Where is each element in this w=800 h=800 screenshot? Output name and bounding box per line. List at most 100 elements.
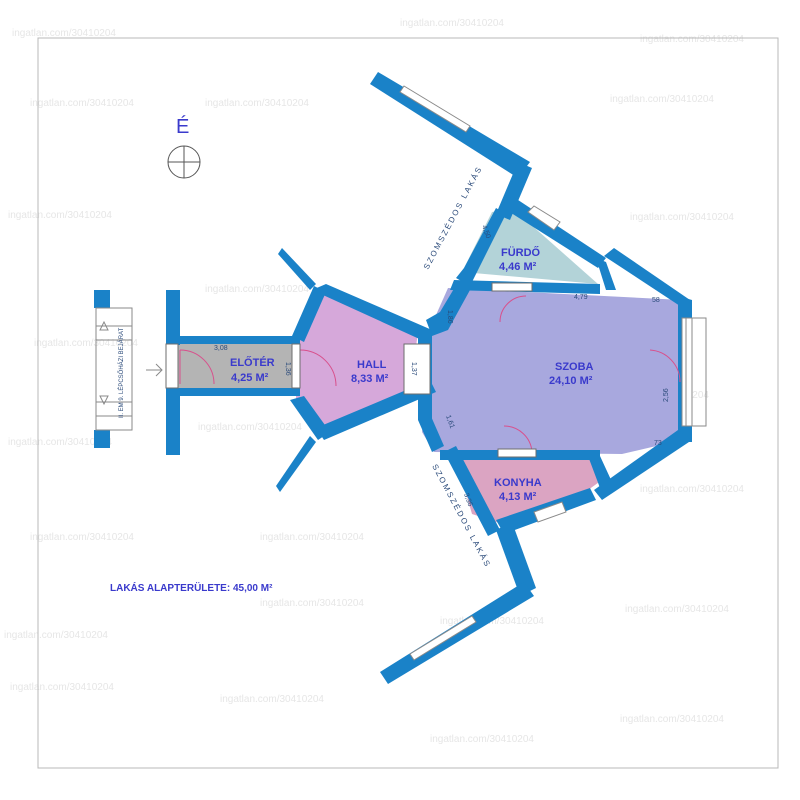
door-openings [165, 282, 537, 458]
plot-border [37, 37, 779, 769]
dimension-label: 1,86 [446, 310, 453, 324]
watermark-text: ingatlan.com/30410204 [30, 532, 134, 543]
wall [94, 290, 110, 308]
watermark-text: ingatlan.com/30410204 [625, 604, 729, 615]
wall [278, 248, 316, 290]
wall [588, 456, 612, 488]
wall [292, 286, 326, 342]
wall [444, 446, 500, 536]
wall [172, 388, 300, 396]
dimension-label: 4,79 [574, 294, 588, 301]
door-swing [503, 425, 533, 453]
watermark-text: ingatlan.com/30410204 [260, 598, 364, 609]
stair-frame [95, 307, 133, 431]
door-opening [497, 448, 537, 458]
room-name-entrance: ELŐTÉR [230, 356, 275, 369]
wall [456, 208, 506, 286]
wall [500, 196, 606, 268]
watermark-text: ingatlan.com/30410204 [260, 532, 364, 543]
wall [94, 430, 110, 448]
wall [276, 436, 316, 492]
dimension-label: 3,08 [214, 345, 228, 352]
total-area-label: LAKÁS ALAPTERÜLETE: 45,00 M² [110, 581, 273, 594]
living-room-fill [422, 288, 682, 454]
arrow-right-icon [146, 363, 163, 377]
watermark-text: ingatlan.com/30410204 [205, 284, 309, 295]
watermark-text: ingatlan.com/30410204 [34, 338, 138, 349]
room-area-hall: 8,33 M² [351, 373, 389, 385]
dimension-label: 58 [652, 297, 660, 304]
entry-label: II. EM 9. LÉPCSŐHÁZI BEJÁRAT [118, 327, 125, 418]
window [533, 501, 567, 523]
watermark-text: ingatlan.com/30410204 [205, 98, 309, 109]
dimension-label: 73 [654, 440, 662, 447]
wall [418, 414, 444, 452]
wall [312, 284, 432, 342]
watermark-text: ingatlan.com/30410204 [10, 682, 114, 693]
windows [399, 85, 707, 661]
wall [316, 380, 436, 440]
window [409, 615, 477, 661]
dimension-label: 1,37 [410, 362, 417, 376]
entry-door [165, 343, 179, 389]
door-swing [499, 295, 527, 323]
room-name-hall: HALL [357, 359, 387, 371]
watermark-text: ingatlan.com/30410204 [220, 694, 324, 705]
watermark-text: ingatlan.com/30410204 [30, 98, 134, 109]
watermark-text: ingatlan.com/30410204 [198, 422, 302, 433]
room-name-kitchen: KONYHA [494, 477, 542, 489]
wall [496, 522, 536, 596]
wall [596, 258, 616, 290]
watermark-text: ingatlan.com/30410204 [8, 210, 112, 221]
wall [166, 290, 180, 345]
door-swing [649, 349, 681, 383]
watermark-text: ingatlan.com/30410204 [400, 18, 504, 29]
staircase [95, 307, 163, 431]
window [681, 317, 693, 427]
door-swing [179, 349, 215, 385]
room-area-entrance: 4,25 M² [231, 372, 269, 384]
watermark-text: ingatlan.com/30410204 [640, 34, 744, 45]
window-sill [685, 317, 707, 427]
door-opening [291, 343, 301, 389]
watermark-text: ingatlan.com/30410204 [440, 616, 544, 627]
dimension-label: 3,36 [462, 492, 473, 507]
arrow-down-icon [99, 395, 109, 406]
watermark-text: ingatlan.com/30410204 [620, 714, 724, 725]
window [527, 205, 561, 231]
door-swing [299, 349, 337, 387]
north-label: É [176, 115, 189, 138]
wall [604, 248, 690, 306]
kitchen-fill [456, 458, 602, 525]
dimension-label: 1,61 [444, 414, 455, 429]
wall [594, 430, 692, 500]
arrow-up-icon [99, 320, 109, 331]
dimension-label: 1,36 [284, 362, 291, 376]
room-name-bathroom: FÜRDŐ [501, 246, 541, 259]
entrance-fill [176, 340, 294, 392]
compass: É [167, 115, 201, 179]
watermark-text: ingatlan.com/30410204 [610, 94, 714, 105]
watermarks: ingatlan.com/30410204 ingatlan.com/30410… [4, 18, 744, 745]
watermark-text: ingatlan.com/30410204 [630, 212, 734, 223]
door-opening [491, 282, 533, 292]
dimension-label: 2,56 [663, 388, 670, 402]
room-name-living: SZOBA [555, 361, 594, 373]
dimension-label: 4,50 [480, 224, 491, 239]
window [399, 85, 471, 133]
watermark-text: ingatlan.com/30410204 [640, 484, 744, 495]
wall [426, 282, 470, 336]
wall [370, 72, 530, 178]
hall-fill [296, 294, 418, 430]
double-door [403, 343, 431, 395]
watermark-text: ingatlan.com/30410204 [4, 630, 108, 641]
watermark-text: ingatlan.com/30410204 [430, 734, 534, 745]
wall [166, 388, 180, 455]
room-area-bathroom: 4,46 M² [499, 261, 537, 273]
watermark-text: ingatlan.com/30410204 [8, 437, 112, 448]
room-area-living: 24,10 M² [549, 375, 593, 387]
wall [172, 336, 300, 344]
watermark-text: ingatlan.com/30410204 [12, 28, 116, 39]
